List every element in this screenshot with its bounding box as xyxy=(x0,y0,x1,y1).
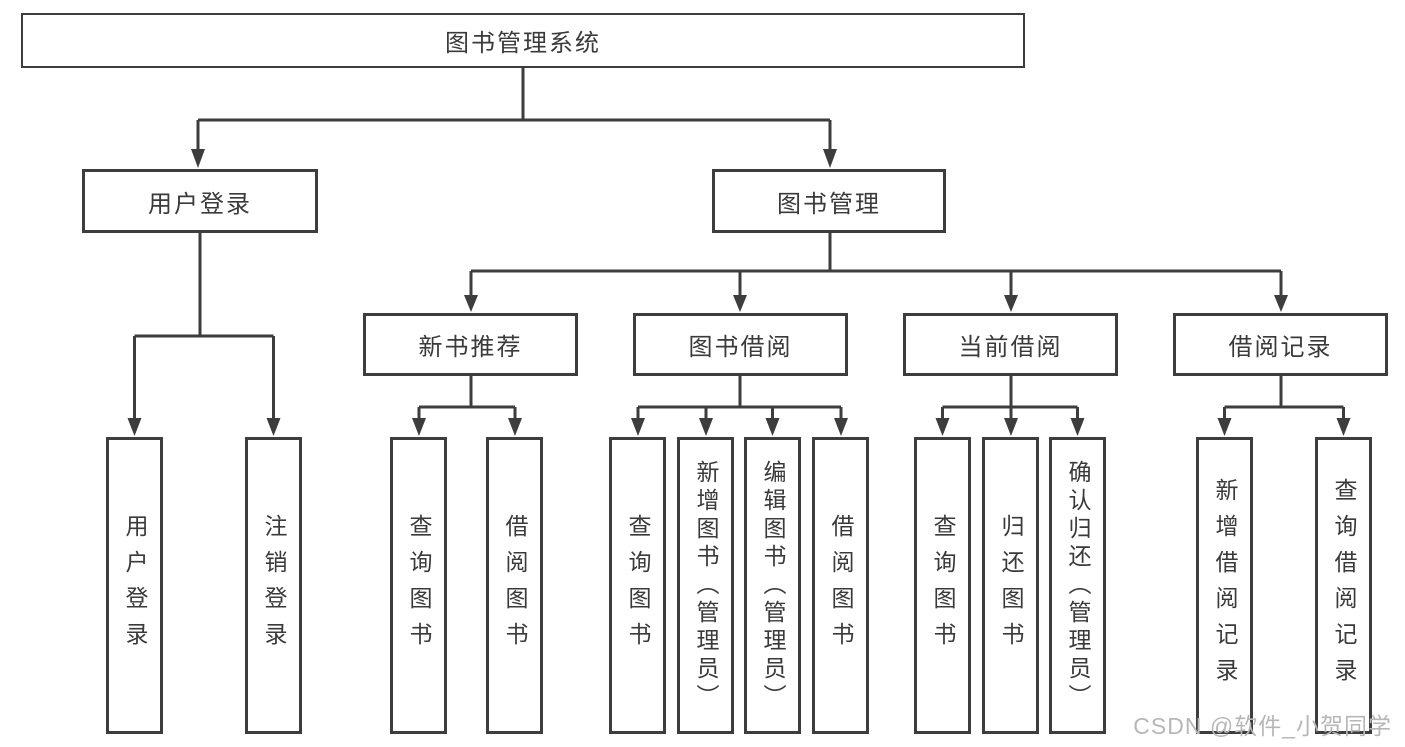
leaf-logout: 注销登录 xyxy=(245,437,302,734)
node-borrow-records: 借阅记录 xyxy=(1173,313,1388,376)
node-current-borrow: 当前借阅 xyxy=(903,313,1118,376)
leaf-query-books-borrow: 查询图书 xyxy=(609,437,666,734)
leaf-edit-book-admin-label: 编辑图书（管理员） xyxy=(760,459,786,712)
node-user-login: 用户登录 xyxy=(82,169,318,233)
node-book-management: 图书管理 xyxy=(712,169,946,233)
leaf-query-books-recommend: 查询图书 xyxy=(390,437,447,734)
leaf-query-borrow-record-label: 查询借阅记录 xyxy=(1331,477,1357,694)
node-new-book-recommend: 新书推荐 xyxy=(363,313,578,376)
leaf-add-book-admin-label: 新增图书（管理员） xyxy=(693,459,719,712)
node-root: 图书管理系统 xyxy=(21,13,1025,68)
leaf-borrow-books: 借阅图书 xyxy=(812,437,869,734)
node-root-label: 图书管理系统 xyxy=(445,30,601,57)
leaf-logout-label: 注销登录 xyxy=(261,513,287,658)
leaf-user-login: 用户登录 xyxy=(106,437,163,734)
leaf-confirm-return-admin-label: 确认归还（管理员） xyxy=(1065,459,1091,712)
node-book-borrow: 图书借阅 xyxy=(633,313,848,376)
watermark: CSDN @软件_小贺同学 xyxy=(1133,713,1392,739)
leaf-confirm-return-admin: 确认归还（管理员） xyxy=(1049,437,1106,734)
leaf-borrow-books-recommend-label: 借阅图书 xyxy=(502,513,528,658)
node-book-borrow-label: 图书借阅 xyxy=(688,334,793,361)
leaf-add-borrow-record-label: 新增借阅记录 xyxy=(1212,477,1238,694)
leaf-return-book-label: 归还图书 xyxy=(998,513,1024,658)
leaf-query-books-recommend-label: 查询图书 xyxy=(406,513,432,658)
node-user-login-label: 用户登录 xyxy=(148,190,252,218)
leaf-query-books-current-label: 查询图书 xyxy=(930,513,956,658)
leaf-query-books-borrow-label: 查询图书 xyxy=(625,513,651,658)
node-book-management-label: 图书管理 xyxy=(777,190,881,218)
leaf-query-borrow-record: 查询借阅记录 xyxy=(1315,437,1372,734)
leaf-edit-book-admin: 编辑图书（管理员） xyxy=(744,437,801,734)
leaf-add-book-admin: 新增图书（管理员） xyxy=(677,437,734,734)
node-borrow-records-label: 借阅记录 xyxy=(1228,334,1333,361)
leaf-borrow-books-recommend: 借阅图书 xyxy=(486,437,543,734)
leaf-borrow-books-label: 借阅图书 xyxy=(828,513,854,658)
leaf-return-book: 归还图书 xyxy=(982,437,1039,734)
leaf-user-login-label: 用户登录 xyxy=(122,513,148,658)
leaf-query-books-current: 查询图书 xyxy=(914,437,971,734)
leaf-add-borrow-record: 新增借阅记录 xyxy=(1196,437,1253,734)
node-current-borrow-label: 当前借阅 xyxy=(958,334,1063,361)
node-new-book-recommend-label: 新书推荐 xyxy=(418,334,523,361)
